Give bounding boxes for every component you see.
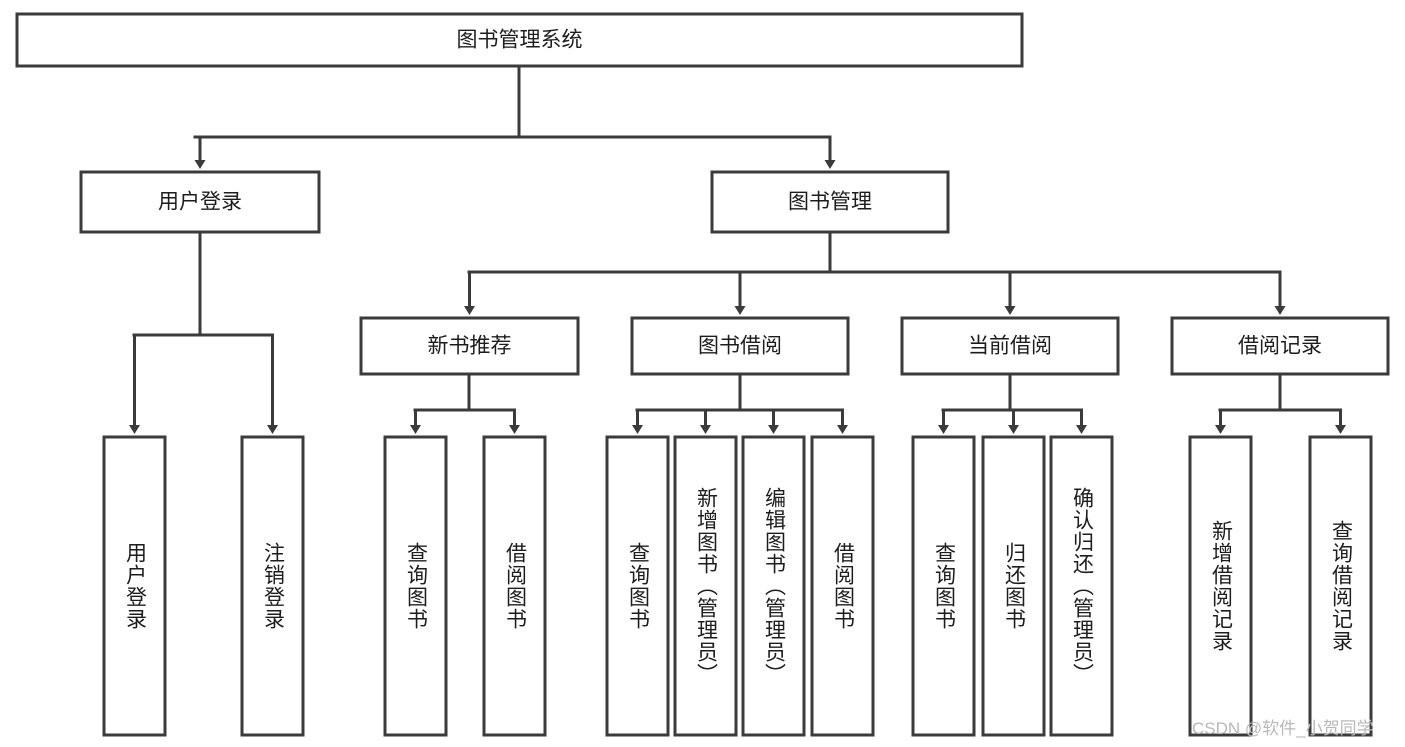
- node-label: 当前借阅: [968, 335, 1052, 358]
- node-box[interactable]: [900, 316, 1120, 376]
- node-label: 图书管理: [788, 191, 872, 214]
- leaf-归还图书[interactable]: [981, 435, 1046, 737]
- leaf-新增借阅记录[interactable]: [1188, 435, 1253, 737]
- leaf-新增图书管理员[interactable]: [673, 435, 738, 737]
- node-box[interactable]: [1049, 435, 1114, 737]
- leaf-借阅图书[interactable]: [810, 435, 875, 737]
- root-图书管理系统[interactable]: 图书管理系统: [15, 12, 1024, 68]
- node-box[interactable]: [102, 435, 167, 737]
- watermark: CSDN @软件_小贺同学: [1192, 719, 1374, 738]
- node-label: 用户登录: [158, 191, 242, 214]
- connector-root-to-level2: [193, 64, 832, 139]
- node-box[interactable]: [79, 170, 321, 234]
- node-box[interactable]: [240, 435, 305, 737]
- leaf-注销登录[interactable]: [240, 435, 305, 737]
- node-box[interactable]: [710, 170, 950, 234]
- node-box[interactable]: [741, 435, 806, 737]
- leaf-查询图书[interactable]: [383, 435, 448, 737]
- connector-borrow-to-leaves: [635, 372, 844, 412]
- connector-record-to-leaves: [1218, 372, 1342, 412]
- connector-newbook-to-leaves: [413, 372, 516, 412]
- node-box[interactable]: [911, 435, 976, 737]
- node-label: 图书借阅: [698, 335, 782, 358]
- node-box[interactable]: [673, 435, 738, 737]
- node-box[interactable]: [810, 435, 875, 737]
- node-box[interactable]: [359, 316, 580, 376]
- leaf-编辑图书管理员[interactable]: [741, 435, 806, 737]
- leaf-查询借阅记录[interactable]: [1308, 435, 1373, 737]
- node-label: 新书推荐: [428, 335, 512, 358]
- node-box[interactable]: [605, 435, 670, 737]
- leaf-查询图书[interactable]: [605, 435, 670, 737]
- node-label: 图书管理系统: [457, 29, 583, 52]
- branch-新书推荐[interactable]: 新书推荐: [359, 316, 580, 376]
- node-box[interactable]: [981, 435, 1046, 737]
- connector-bookmgmt-to-level3: [467, 230, 1282, 274]
- node-box[interactable]: [383, 435, 448, 737]
- leaf-用户登录[interactable]: [102, 435, 167, 737]
- node-box[interactable]: [15, 12, 1024, 68]
- branch-图书借阅[interactable]: 图书借阅: [630, 316, 850, 376]
- branch-用户登录[interactable]: 用户登录: [79, 170, 321, 234]
- branch-当前借阅[interactable]: 当前借阅: [900, 316, 1120, 376]
- node-label: 借阅记录: [1238, 335, 1322, 358]
- leaf-查询图书[interactable]: [911, 435, 976, 737]
- node-box[interactable]: [1188, 435, 1253, 737]
- leaf-确认归还管理员[interactable]: [1049, 435, 1114, 737]
- node-box[interactable]: [1170, 316, 1390, 376]
- node-box[interactable]: [630, 316, 850, 376]
- leaf-借阅图书[interactable]: [482, 435, 547, 737]
- connector-userlogin-to-leaves: [132, 230, 274, 337]
- connector-current-to-leaves: [941, 372, 1083, 412]
- node-box[interactable]: [482, 435, 547, 737]
- branch-图书管理[interactable]: 图书管理: [710, 170, 950, 234]
- branch-借阅记录[interactable]: 借阅记录: [1170, 316, 1390, 376]
- connector-layer: [129, 64, 1346, 434]
- node-box[interactable]: [1308, 435, 1373, 737]
